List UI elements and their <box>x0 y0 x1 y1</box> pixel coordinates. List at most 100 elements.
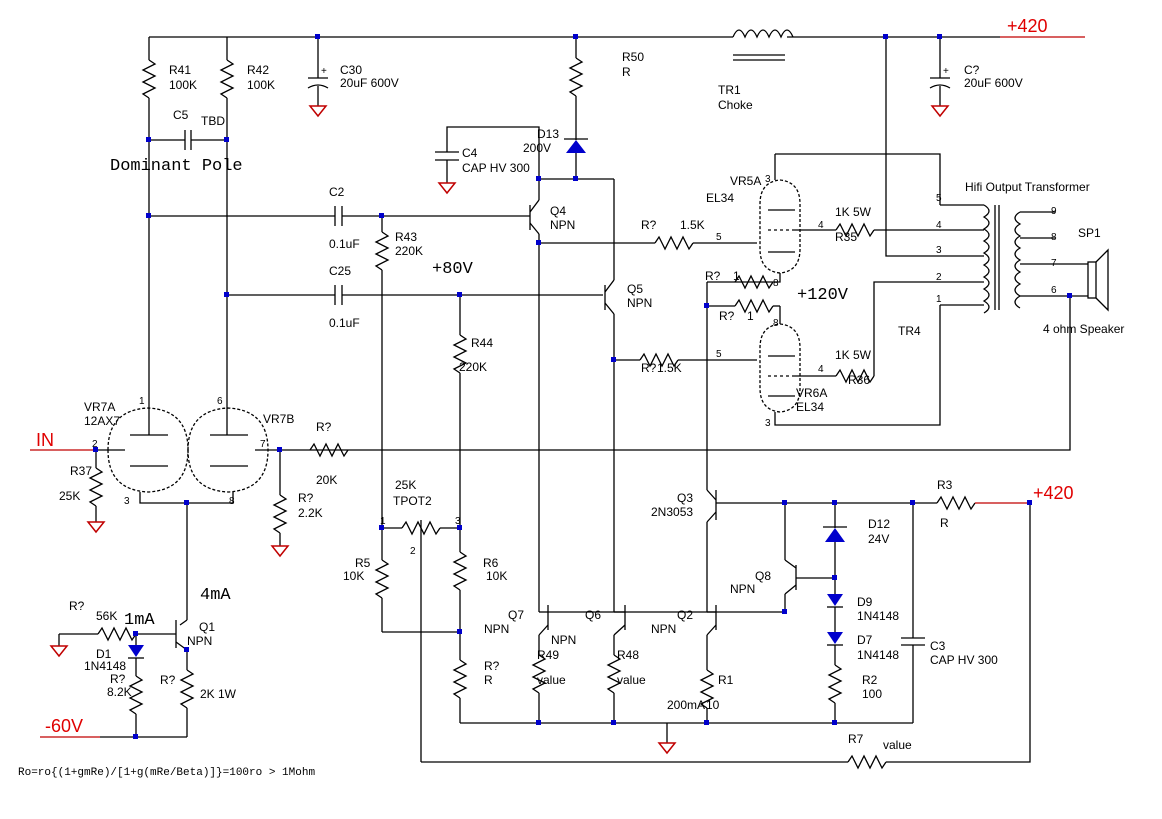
d9-val: 1N4148 <box>857 609 899 623</box>
pin-vr6a-5: 5 <box>716 349 722 360</box>
output-tubes <box>706 153 984 490</box>
tr4-ref: TR4 <box>898 324 921 338</box>
pin-vr7a-1: 1 <box>139 396 145 407</box>
cq-ref: C? <box>964 63 980 77</box>
d1-ref: D1 <box>96 647 112 661</box>
tr1-val: Choke <box>718 98 753 112</box>
r43-ref: R43 <box>395 230 417 244</box>
r35-ref: R35 <box>835 230 857 244</box>
c3-ref: C3 <box>930 639 946 653</box>
r41-ref: R41 <box>169 63 191 77</box>
r6-ref: R6 <box>483 556 499 570</box>
q8-val: NPN <box>730 582 755 596</box>
r49-ref: R49 <box>537 648 559 662</box>
top-rail: + + <box>149 29 1085 257</box>
c5-val: TBD <box>201 114 225 128</box>
c2-val: 0.1uF <box>329 237 360 251</box>
r7-ref: R7 <box>848 732 864 746</box>
q3-ref: Q3 <box>677 491 693 505</box>
d13-ref: D13 <box>537 127 559 141</box>
pin-tr4-3: 3 <box>936 245 942 256</box>
rfb-val: 20K <box>316 473 337 487</box>
pin-vr5a-5: 5 <box>716 232 722 243</box>
r35-val: 1K 5W <box>835 205 872 219</box>
pin-tr4-1: 1 <box>936 294 942 305</box>
c30-ref: C30 <box>340 63 362 77</box>
rg6-ref: R? <box>641 361 657 375</box>
c2-ref: C2 <box>329 185 345 199</box>
rr-ref: R? <box>484 659 500 673</box>
rail-minus60: -60V <box>45 716 83 736</box>
dominant-pole-note: Dominant Pole <box>110 157 243 176</box>
rg5-ref: R? <box>641 218 657 232</box>
c25-val: 0.1uF <box>329 316 360 330</box>
vr7a-val: 12AX7 <box>84 414 120 428</box>
q6-ref: Q6 <box>585 608 601 622</box>
rk-ref: R? <box>298 491 314 505</box>
bias-network <box>374 216 1031 770</box>
svg-text:+: + <box>321 66 327 77</box>
q2-ref: Q2 <box>677 608 693 622</box>
tr4-title: Hifi Output Transformer <box>965 180 1090 194</box>
pin-tr4-8: 8 <box>1051 232 1057 243</box>
r37-val: 25K <box>59 489 80 503</box>
input-current-source <box>40 619 195 738</box>
pin-tr4-6: 6 <box>1051 285 1057 296</box>
input-tube <box>30 400 349 620</box>
r42-val: 100K <box>247 78 275 92</box>
labels: +420 +420 -60V IN Dominant Pole +80V +12… <box>18 16 1124 779</box>
pin-tr4-9: 9 <box>1051 206 1057 217</box>
d13-val: 200V <box>523 141 551 155</box>
svg-text:+: + <box>943 66 949 77</box>
pin-tr4-5: 5 <box>936 193 942 204</box>
pin-vr7b-7: 7 <box>260 439 266 450</box>
tpot-ref: TPOT2 <box>393 494 432 508</box>
pin-vr7a-2: 2 <box>92 439 98 450</box>
q6-val: NPN <box>551 633 576 647</box>
r1-val: 10 <box>706 698 720 712</box>
rs1-ref: R? <box>705 269 721 283</box>
rs2-ref: R? <box>719 309 735 323</box>
junction-dots <box>93 34 1072 739</box>
q4-val: NPN <box>550 218 575 232</box>
input-stage-plates <box>141 37 603 400</box>
cq-val: 20uF 600V <box>964 76 1023 90</box>
v120-note: +120V <box>797 286 849 305</box>
c4-val: CAP HV 300 <box>462 161 530 175</box>
i4ma-note: 4mA <box>200 586 231 605</box>
i1ma-note: 1mA <box>124 611 155 630</box>
r42-ref: R42 <box>247 63 269 77</box>
r7-val: value <box>883 738 912 752</box>
q5-val: NPN <box>627 296 652 310</box>
rail-plus420-right: +420 <box>1033 483 1074 503</box>
vr5a-ref: VR5A <box>730 174 761 188</box>
pin-vr6a-3: 3 <box>765 418 771 429</box>
r2k-val: 2K 1W <box>200 687 237 701</box>
r50-val: R <box>622 65 631 79</box>
vr5a-val: EL34 <box>706 191 734 205</box>
r3-val: R <box>940 516 949 530</box>
q7-ref: Q7 <box>508 608 524 622</box>
r36-val: 1K 5W <box>835 348 872 362</box>
rr-val: R <box>484 673 493 687</box>
r2-ref: R2 <box>862 673 878 687</box>
r3-ref: R3 <box>937 478 953 492</box>
rs1-val: 1 <box>733 269 740 283</box>
r49-val: value <box>537 673 566 687</box>
pin-tpot-1: 1 <box>380 516 386 527</box>
c30-val: 20uF 600V <box>340 76 399 90</box>
c25-ref: C25 <box>329 264 351 278</box>
c4-ref: C4 <box>462 146 478 160</box>
r56-val: 56K <box>96 609 117 623</box>
pin-vr5a-3: 3 <box>765 174 771 185</box>
vr6a-ref: VR6A <box>796 386 827 400</box>
pin-vr7a-3: 3 <box>124 496 130 507</box>
pin-tr4-7: 7 <box>1051 258 1057 269</box>
r37-ref: R37 <box>70 464 92 478</box>
d7-ref: D7 <box>857 633 873 647</box>
vr7b-ref: VR7B <box>263 412 294 426</box>
q7-val: NPN <box>484 622 509 636</box>
rs2-val: 1 <box>747 309 754 323</box>
input-label: IN <box>36 430 54 450</box>
